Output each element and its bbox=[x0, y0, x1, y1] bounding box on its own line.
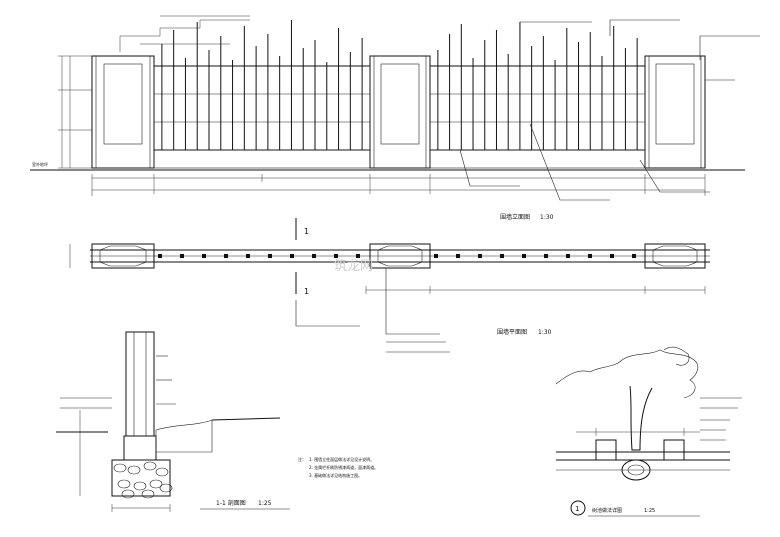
plan-post bbox=[334, 254, 338, 258]
plan-post bbox=[434, 254, 438, 258]
plan-post bbox=[268, 254, 272, 258]
section-scale: 1:25 bbox=[258, 500, 272, 507]
footing-stone bbox=[143, 461, 157, 471]
section-title: 1-1 剖面图 bbox=[216, 499, 246, 507]
footing-stone bbox=[121, 489, 135, 499]
wall-elevation: 室外地坪 bbox=[30, 15, 760, 221]
leaders-elevation bbox=[459, 19, 760, 201]
plan-post bbox=[500, 254, 504, 258]
section-mark-top: 1 bbox=[304, 227, 309, 236]
pier-middle bbox=[369, 55, 431, 169]
plan-post bbox=[632, 254, 636, 258]
plan-post bbox=[566, 254, 570, 258]
footing-stone bbox=[159, 483, 173, 493]
wall-section: 注： 1. 围墙立柱面层做法详见设计说明。 2. 金属栏杆刷防锈漆两道，面漆两道… bbox=[56, 331, 378, 512]
plan-post bbox=[356, 254, 360, 258]
footing-stone bbox=[141, 489, 155, 499]
plan-post bbox=[290, 254, 294, 258]
footing-stone bbox=[149, 479, 163, 489]
plan-post bbox=[312, 254, 316, 258]
section-mark-bottom: 1 bbox=[304, 287, 309, 296]
wall-plan: 1 1 筑龙网 围墙平面图 1:30 bbox=[69, 218, 710, 353]
elevation-title: 围墙立面图 bbox=[500, 213, 530, 221]
plan-post bbox=[224, 254, 228, 258]
plan-post bbox=[522, 254, 526, 258]
pier-left bbox=[91, 55, 155, 169]
notes-heading: 注： bbox=[298, 456, 306, 462]
plan-posts bbox=[158, 254, 636, 258]
plan-post bbox=[544, 254, 548, 258]
watermark: 筑龙网 bbox=[334, 258, 373, 274]
footing-stones bbox=[113, 461, 173, 499]
dimension-top bbox=[119, 15, 250, 52]
fence-bars-left bbox=[161, 20, 363, 150]
plan-post bbox=[588, 254, 592, 258]
plan-title: 围墙平面图 bbox=[497, 328, 527, 336]
pier-right bbox=[644, 55, 706, 169]
fence-panel-left bbox=[153, 65, 371, 169]
plan-scale: 1:30 bbox=[538, 329, 552, 336]
note-1: 1. 围墙立柱面层做法详见设计说明。 bbox=[309, 456, 374, 462]
plan-post bbox=[456, 254, 460, 258]
plan-post bbox=[478, 254, 482, 258]
fence-panel-right bbox=[429, 65, 646, 169]
tree-pit-title: 树池做法详图 bbox=[592, 507, 622, 514]
note-2: 2. 金属栏杆刷防锈漆两道，面漆两道。 bbox=[309, 464, 378, 470]
footing-stone bbox=[113, 463, 127, 473]
plan-post bbox=[180, 254, 184, 258]
footing-stone bbox=[155, 467, 169, 477]
plan-post bbox=[610, 254, 614, 258]
elevation-scale: 1:30 bbox=[540, 214, 554, 221]
footing-stone bbox=[133, 481, 147, 491]
plan-post bbox=[158, 254, 162, 258]
tree-pit-detail: 1 树池做法详图 1:25 bbox=[555, 346, 742, 517]
footing-stone bbox=[127, 465, 141, 475]
plan-post bbox=[202, 254, 206, 258]
tree-pit-scale: 1:25 bbox=[644, 508, 655, 514]
ground-label: 室外地坪 bbox=[32, 161, 48, 167]
note-3: 3. 基础做法详见结构施工图。 bbox=[309, 472, 362, 478]
footing-stone bbox=[117, 479, 131, 489]
detail-mark: 1 bbox=[575, 505, 579, 513]
fence-bars-right bbox=[437, 22, 638, 150]
dimension-bottom bbox=[91, 174, 706, 196]
plan-post bbox=[246, 254, 250, 258]
dimension-left bbox=[58, 55, 92, 169]
